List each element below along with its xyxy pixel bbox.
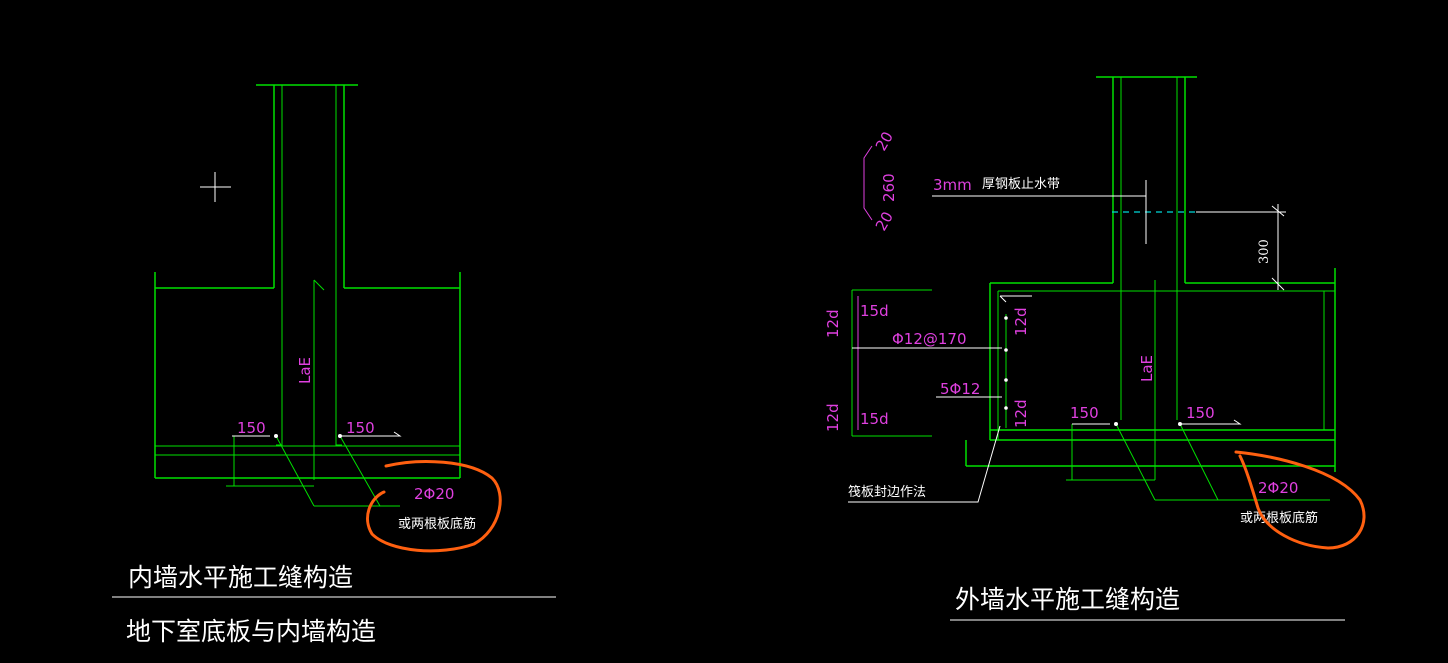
inner-anchor-length-label: LaE [296, 357, 314, 384]
height-dim-300: 300 [1257, 239, 1272, 264]
edge-dim-bottom-right: 12d [1012, 399, 1030, 428]
waterstop-label: 厚钢板止水带 [982, 177, 1060, 192]
bar-spacing-label: Φ12@170 [892, 330, 967, 348]
crosshair-cursor-icon [200, 172, 231, 202]
outer-dim-150-right: 150 [1186, 404, 1215, 422]
edge-dim-top-left: 12d [824, 309, 842, 338]
inner-markup-circle [366, 460, 502, 553]
outer-anchor-length-label: LaE [1138, 355, 1156, 382]
edge-dim-top-right: 12d [1012, 307, 1030, 336]
inner-wall-detail: 150 150 LaE 2Φ20 或两根板底筋 内墙水平施工缝构造 地下室底板与… [112, 84, 556, 646]
hook-top-label: 15d [860, 302, 889, 320]
inner-rebar-label: 2Φ20 [414, 485, 454, 503]
edge-note: 筏板封边作法 [848, 484, 926, 500]
waterstop-dimension: 20 260 20 [863, 128, 898, 234]
edge-bars-label: 5Φ12 [940, 380, 980, 398]
hook-bottom-label: 15d [860, 410, 889, 428]
outer-markup-circle [1234, 450, 1366, 550]
inner-detail-title: 内墙水平施工缝构造 [128, 563, 353, 592]
outer-rebar-label: 2Φ20 [1258, 479, 1298, 497]
waterstop-dim-mid: 260 [880, 173, 898, 202]
waterstop-thickness-label: 3mm [933, 176, 972, 194]
outer-dim-150-left: 150 [1070, 404, 1099, 422]
inner-wall-geometry [154, 84, 461, 507]
outer-rebar-note: 或两根板底筋 [1240, 510, 1318, 526]
edge-dim-bottom-left: 12d [824, 403, 842, 432]
outer-wall-geometry [848, 76, 1336, 503]
inner-detail-subtitle: 地下室底板与内墙构造 [126, 617, 376, 646]
waterstop-dim-top: 20 [872, 128, 897, 154]
inner-dim-150-left: 150 [237, 419, 266, 437]
inner-dim-150-right: 150 [346, 419, 375, 437]
outer-detail-title: 外墙水平施工缝构造 [955, 585, 1180, 614]
outer-wall-detail: 20 260 20 [824, 76, 1366, 621]
waterstop-dim-bottom: 20 [872, 208, 897, 234]
inner-rebar-note: 或两根板底筋 [398, 516, 476, 532]
